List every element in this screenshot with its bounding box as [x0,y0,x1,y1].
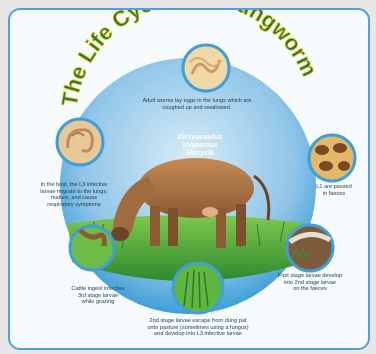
label-develop: First stage larvae develop into 2nd stag… [260,273,360,293]
label-develop-line-3: on the faeces [260,286,360,293]
label-adults: Adult worms lay eggs in the lungs which … [122,98,272,111]
label-host-line-2: larvae migrate to the lungs, [22,189,126,196]
label-faeces-line-2: in faeces [304,191,364,198]
stage-develop-circle [287,225,333,271]
label-host: In the host, the L3 infective larvae mig… [22,182,126,208]
label-faeces-line-1: L1 are passed [304,184,364,191]
label-ingest-line-3: while grazing [58,299,138,306]
center-label-line-3: lifecycle [160,149,240,157]
stage-faeces-circle [309,135,355,181]
label-host-line-3: mature, and cause [22,195,126,202]
label-ingest-line-2: 3rd stage larvae [58,293,138,300]
label-escape-line-1: 2nd stage larvae escape from dung pat [128,318,268,325]
label-develop-line-2: into 2nd stage larvae [260,280,360,287]
diagram-card: The Life Cycle of a Lungworm Dictyocaulu… [8,8,370,350]
label-host-line-4: respiratory symptoms [22,202,126,209]
label-host-line-1: In the host, the L3 infective [22,182,126,189]
label-develop-line-1: First stage larvae develop [260,273,360,280]
center-label: Dictyocaulus viviparous lifecycle [160,133,240,157]
stage-host-circle [57,119,103,165]
label-faeces: L1 are passed in faeces [304,184,364,197]
stage-ingest-circle [70,226,114,270]
stage-adults-circle [183,45,229,91]
stage-escape-circle [173,263,223,313]
label-adults-line-1: Adult worms lay eggs in the lungs which … [122,98,272,105]
label-escape-line-3: and develop into L3 infective larvae [128,331,268,338]
label-adults-line-2: coughed up and swallowed. [122,105,272,112]
label-ingest-line-1: Cattle ingest infective [58,286,138,293]
label-ingest: Cattle ingest infective 3rd stage larvae… [58,286,138,306]
label-escape-line-2: onto pasture (sometimes using a fungus) [128,325,268,332]
label-escape: 2nd stage larvae escape from dung pat on… [128,318,268,338]
